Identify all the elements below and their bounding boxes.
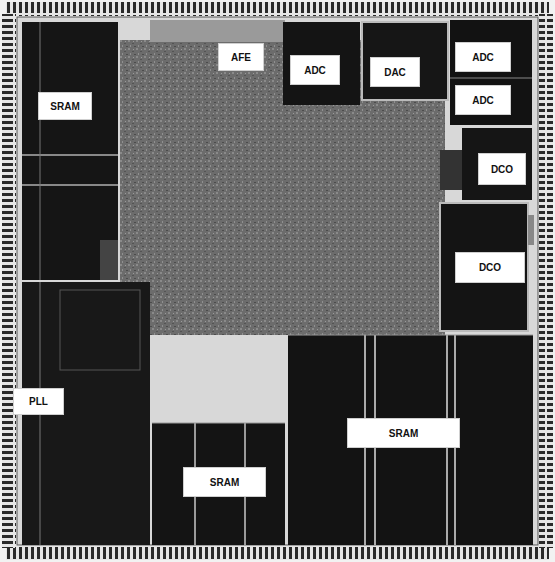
block-label: DCO [455, 252, 525, 283]
block-label: DAC [370, 57, 420, 87]
block-name: DAC [384, 67, 406, 78]
block-name: ADC [304, 65, 326, 76]
block-label: SRAM [183, 467, 266, 497]
block-label: ADC [290, 55, 340, 85]
block-name: DCO [479, 262, 501, 273]
block-name: ADC [472, 52, 494, 63]
block-label: SRAM [347, 418, 460, 448]
block-label: ADC [455, 85, 511, 115]
block-name: PLL [29, 396, 48, 407]
block-name: ADC [472, 95, 494, 106]
block-label: AFE [218, 43, 264, 71]
block-name: DCO [491, 164, 513, 175]
block-name: SRAM [389, 428, 418, 439]
block-name: SRAM [210, 477, 239, 488]
block-label: ADC [455, 42, 511, 72]
block-name: SRAM [50, 101, 79, 112]
block-label: SRAM [38, 92, 92, 120]
block-label: DCO [478, 153, 526, 185]
block-label: PLL [13, 388, 64, 415]
block-name: AFE [231, 52, 251, 63]
